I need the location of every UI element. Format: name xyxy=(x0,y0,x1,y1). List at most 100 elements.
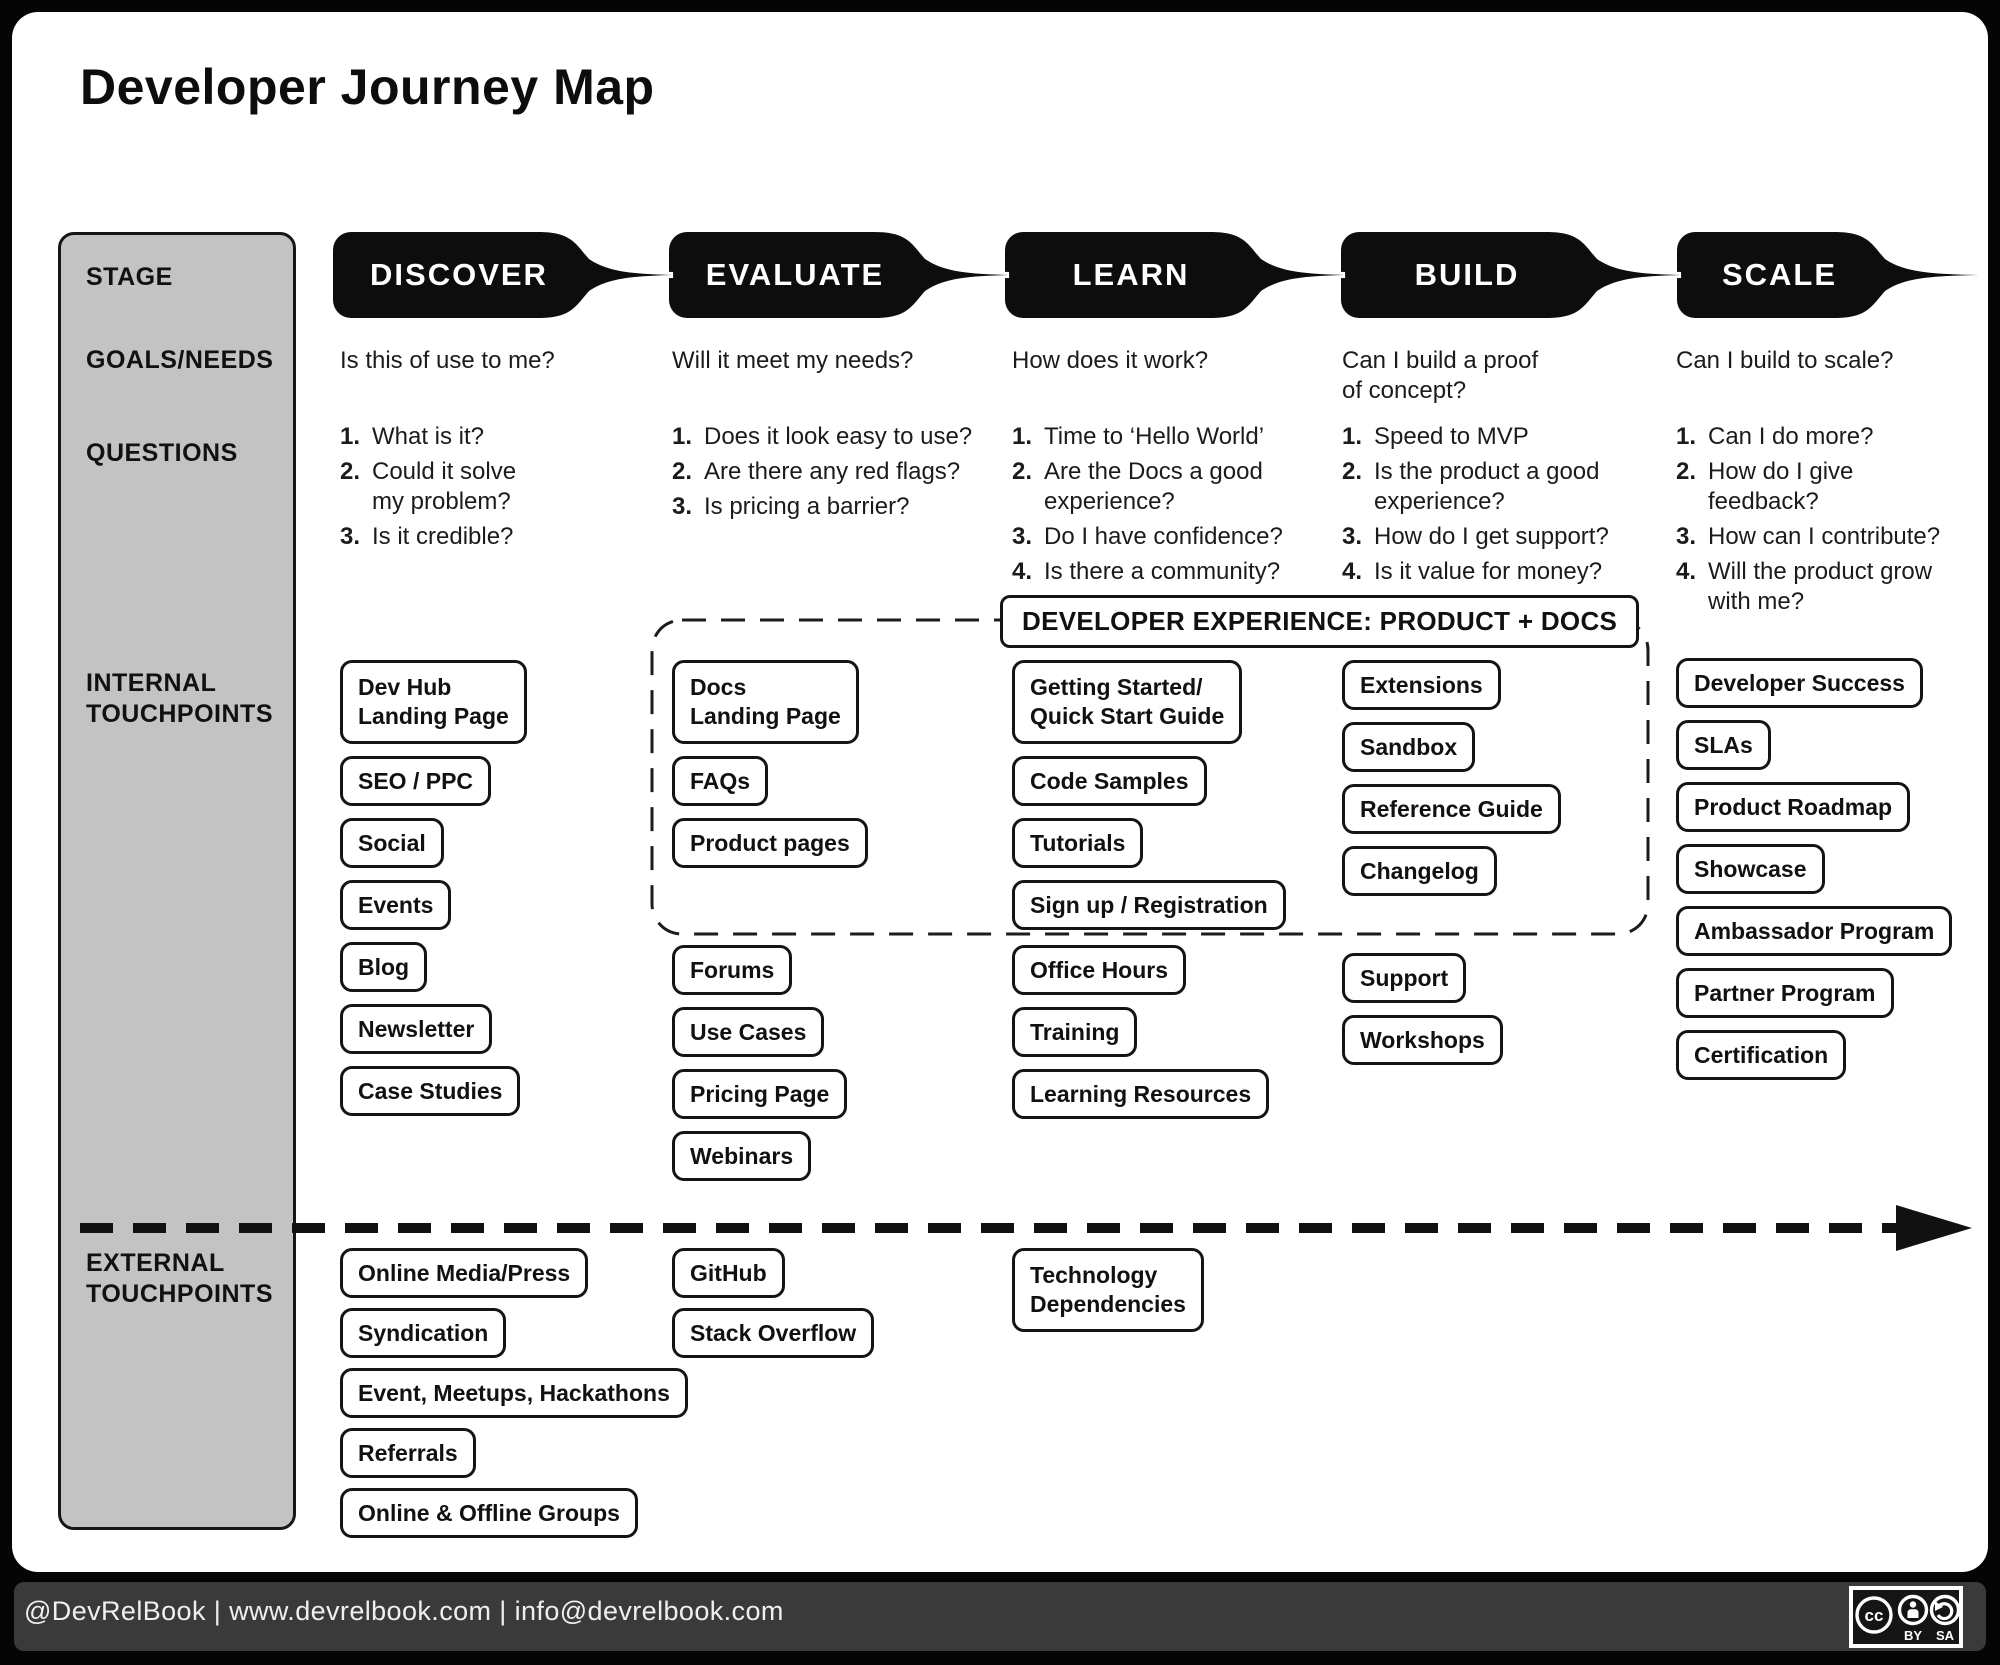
question-item: 3.How do I get support? xyxy=(1342,523,1609,550)
touchpoint-pill: Learning Resources xyxy=(1012,1069,1270,1119)
stage-banner-ribbons xyxy=(333,232,1980,318)
stage-banner-scale xyxy=(1674,232,1980,318)
questions-scale: 1.Can I do more? 2.How do I give feedbac… xyxy=(1676,422,1940,622)
question-item: 2.Are the Docs a good experience? xyxy=(1012,458,1263,515)
touchpoint-pill: SEO / PPC xyxy=(340,756,492,806)
row-label-goals: GOALS/NEEDS xyxy=(86,346,274,374)
touchpoint-pill: Referrals xyxy=(340,1428,476,1478)
touchpoint-pill: Product Roadmap xyxy=(1676,782,1911,832)
goal-scale: Can I build to scale? xyxy=(1676,347,1894,374)
stage-label-scale: SCALE xyxy=(1721,257,1838,292)
touchpoint-pill: Technology Dependencies xyxy=(1012,1248,1204,1332)
question-item: 1.Time to ‘Hello World’ xyxy=(1012,423,1265,450)
touchpoint-pill: Sandbox xyxy=(1342,722,1476,772)
touchpoint-pill: Case Studies xyxy=(340,1066,521,1116)
questions-build: 1.Speed to MVP 2.Is the product a good e… xyxy=(1342,422,1609,592)
questions-discover: 1.What is it? 2.Could it solve my proble… xyxy=(340,422,516,557)
sa-label: SA xyxy=(1936,1628,1955,1643)
touchpoint-pill: Training xyxy=(1012,1007,1138,1057)
question-item: 4.Is there a community? xyxy=(1012,558,1281,585)
touchpoint-pill: Online & Offline Groups xyxy=(340,1488,638,1538)
touchpoint-pill: Certification xyxy=(1676,1030,1847,1080)
stage-label-evaluate: EVALUATE xyxy=(705,257,885,292)
questions-evaluate: 1.Does it look easy to use? 2.Are there … xyxy=(672,422,972,527)
touchpoint-pill: Support xyxy=(1342,953,1467,1003)
question-item: 1.Can I do more? xyxy=(1676,423,1874,450)
row-label-external-touchpoints: EXTERNAL TOUCHPOINTS xyxy=(86,1249,273,1308)
touchpoint-pill: Forums xyxy=(672,945,793,995)
cc-icon xyxy=(1855,1596,1893,1634)
questions-learn: 1.Time to ‘Hello World’ 2.Are the Docs a… xyxy=(1012,422,1283,592)
stage-banner-discover xyxy=(333,232,674,318)
touchpoint-pill: Pricing Page xyxy=(672,1069,848,1119)
goal-evaluate: Will it meet my needs? xyxy=(672,347,914,374)
question-item: 4.Is it value for money? xyxy=(1342,558,1603,585)
touchpoint-pill: Docs Landing Page xyxy=(672,660,859,744)
footer-bar xyxy=(14,1582,1986,1651)
row-header-sidebar xyxy=(58,232,296,1530)
touchpoint-pill: Showcase xyxy=(1676,844,1825,894)
stage-banner-build xyxy=(1338,232,1682,318)
question-item: 3.Is pricing a barrier? xyxy=(672,493,910,520)
touchpoint-pill: Reference Guide xyxy=(1342,784,1561,834)
question-item: 1.What is it? xyxy=(340,423,485,450)
stage-label-discover: DISCOVER xyxy=(370,257,548,292)
by-label: BY xyxy=(1904,1628,1922,1643)
goal-discover: Is this of use to me? xyxy=(340,347,555,374)
question-item: 1.Speed to MVP xyxy=(1342,423,1529,450)
question-item: 1.Does it look easy to use? xyxy=(672,423,973,450)
touchpoint-pill: Webinars xyxy=(672,1131,812,1181)
touchpoint-pill: Online Media/Press xyxy=(340,1248,589,1298)
touchpoint-pill: Dev Hub Landing Page xyxy=(340,660,527,744)
touchpoint-pill: Developer Success xyxy=(1676,658,1923,708)
touchpoint-pill: Use Cases xyxy=(672,1007,825,1057)
touchpoint-pill: Partner Program xyxy=(1676,968,1894,1018)
touchpoint-pill: Product pages xyxy=(672,818,868,868)
cc-by-sa-license-badge: cc BY SA xyxy=(1849,1586,1963,1648)
touchpoint-pill: SLAs xyxy=(1676,720,1771,770)
svg-text:cc: cc xyxy=(1865,1606,1884,1625)
goal-build: Can I build a proof of concept? xyxy=(1342,347,1539,404)
footer-contact-text: @DevRelBook | www.devrelbook.com | info@… xyxy=(24,1596,784,1626)
stage-label-learn: LEARN xyxy=(1072,257,1190,292)
page-title: Developer Journey Map xyxy=(80,59,655,115)
question-item: 2.Is the product a good experience? xyxy=(1342,458,1600,515)
touchpoint-pill: Office Hours xyxy=(1012,945,1187,995)
touchpoint-pill: Syndication xyxy=(340,1308,507,1358)
row-label-questions: QUESTIONS xyxy=(86,439,238,467)
touchpoint-pill: Social xyxy=(340,818,444,868)
touchpoint-pill: Sign up / Registration xyxy=(1012,880,1286,930)
touchpoint-pill: Ambassador Program xyxy=(1676,906,1953,956)
touchpoint-pill: GitHub xyxy=(672,1248,785,1298)
touchpoint-pill: Events xyxy=(340,880,452,930)
touchpoint-pill: Stack Overflow xyxy=(672,1308,875,1358)
row-label-stage: STAGE xyxy=(86,263,173,291)
touchpoint-pill: Tutorials xyxy=(1012,818,1144,868)
cc-license-icons: cc BY SA xyxy=(1855,1594,1959,1643)
question-item: 3.Do I have confidence? xyxy=(1012,523,1283,550)
dx-box-label: DEVELOPER EXPERIENCE: PRODUCT + DOCS xyxy=(1000,595,1640,648)
question-item: 4.Will the product grow with me? xyxy=(1676,558,1933,615)
question-item: 3.How can I contribute? xyxy=(1676,523,1941,550)
stage-label-build: BUILD xyxy=(1414,257,1520,292)
question-item: 2.How do I give feedback? xyxy=(1676,458,1854,515)
touchpoint-pill: Code Samples xyxy=(1012,756,1207,806)
question-item: 3.Is it credible? xyxy=(340,523,514,550)
touchpoint-pill: Blog xyxy=(340,942,428,992)
touchpoint-pill: Extensions xyxy=(1342,660,1501,710)
touchpoint-pill: Event, Meetups, Hackathons xyxy=(340,1368,688,1418)
touchpoint-pill: Getting Started/ Quick Start Guide xyxy=(1012,660,1243,744)
touchpoint-pill: Changelog xyxy=(1342,846,1497,896)
stage-banner-evaluate xyxy=(666,232,1010,318)
touchpoint-pill: FAQs xyxy=(672,756,769,806)
row-label-internal-touchpoints: INTERNAL TOUCHPOINTS xyxy=(86,669,273,728)
touchpoint-pill: Workshops xyxy=(1342,1015,1503,1065)
question-item: 2.Could it solve my problem? xyxy=(340,458,517,515)
timeline-divider-arrow xyxy=(80,1205,1972,1251)
touchpoint-pill: Newsletter xyxy=(340,1004,493,1054)
goal-learn: How does it work? xyxy=(1012,347,1209,374)
question-item: 2.Are there any red flags? xyxy=(672,458,961,485)
sa-arrow-icon xyxy=(1929,1594,1959,1626)
by-person-icon xyxy=(1897,1594,1929,1626)
